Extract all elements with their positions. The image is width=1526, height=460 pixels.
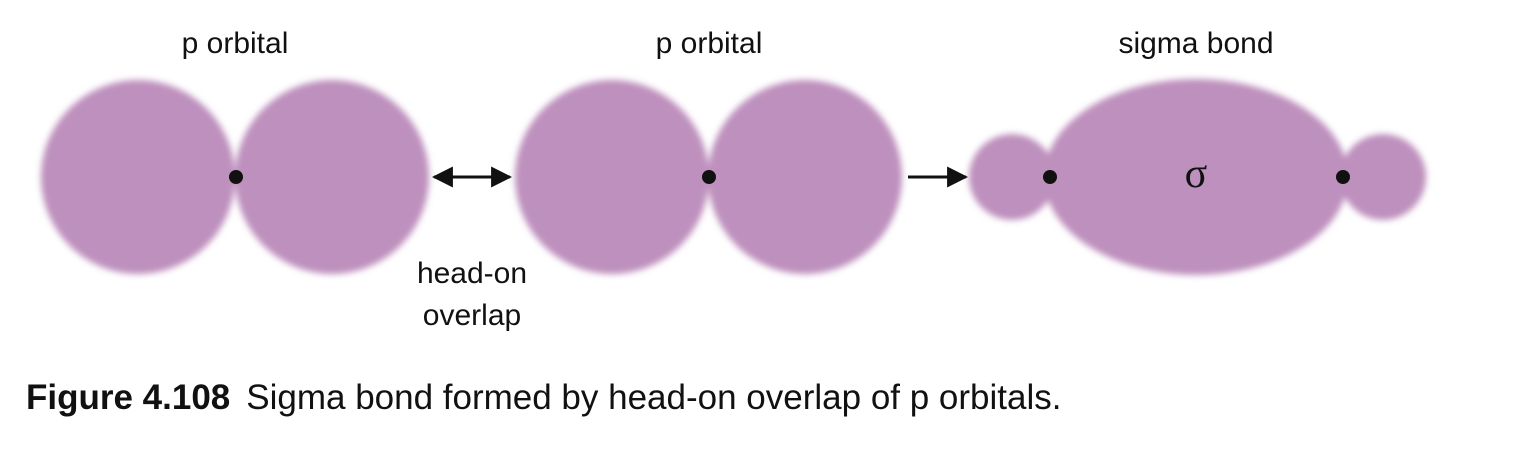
sigma-small-lobe-left	[969, 134, 1055, 220]
nucleus-dot-icon	[1043, 170, 1057, 184]
figure-number: Figure 4.108	[26, 378, 231, 417]
sigma-bond-diagram: p orbital p orbital sigma bond head-on o…	[41, 27, 1426, 332]
figure-caption-text: Sigma bond formed by head-on overlap of …	[246, 378, 1062, 417]
orbital-lobe-middle-a	[515, 80, 709, 274]
p-orbital-label-middle: p orbital	[656, 27, 763, 60]
nucleus-dot-icon	[229, 170, 243, 184]
p-orbital-label-left: p orbital	[182, 27, 289, 60]
sigma-main-lobe	[1044, 79, 1348, 275]
head-on-overlap-label-line1: head-on	[417, 257, 527, 290]
head-on-overlap-label-line2: overlap	[423, 299, 521, 332]
sigma-symbol: σ	[1185, 151, 1208, 197]
nucleus-dot-icon	[702, 170, 716, 184]
orbital-lobe-left-b	[235, 80, 429, 274]
p-orbital-left	[41, 80, 429, 274]
p-orbital-middle	[515, 80, 902, 274]
sigma-bond-label: sigma bond	[1118, 27, 1273, 60]
figure-caption: Figure 4.108 Sigma bond formed by head-on…	[26, 378, 1061, 418]
sigma-bond-orbital	[969, 79, 1426, 275]
orbital-lobe-middle-b	[708, 80, 902, 274]
nucleus-dot-icon	[1336, 170, 1350, 184]
orbital-lobe-left-a	[41, 80, 235, 274]
sigma-small-lobe-right	[1340, 134, 1426, 220]
